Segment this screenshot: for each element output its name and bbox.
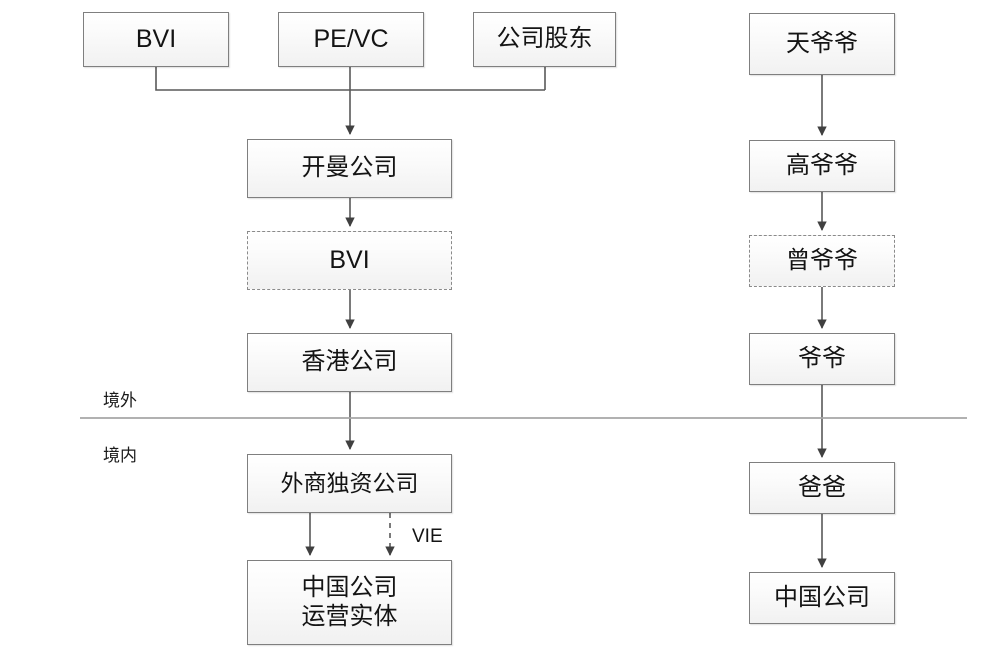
node-label: 曾爷爷 xyxy=(786,246,858,274)
node-label: 中国公司 运营实体 xyxy=(301,574,398,630)
node-label: BVI xyxy=(135,24,177,53)
node-grandpa[interactable]: 爷爷 xyxy=(749,333,895,385)
node-zeng-grandpa[interactable]: 曾爷爷 xyxy=(749,235,895,287)
node-label: 天爷爷 xyxy=(786,29,858,57)
node-label: 外商独资公司 xyxy=(280,469,419,496)
vie-label: VIE xyxy=(412,526,443,547)
node-label: PE/VC xyxy=(313,24,389,53)
offshore-label: 境外 xyxy=(103,391,137,410)
node-china-company[interactable]: 中国公司 xyxy=(749,572,895,624)
node-label: 爷爷 xyxy=(798,344,846,372)
node-label: 中国公司 xyxy=(774,583,870,611)
node-label: 香港公司 xyxy=(301,348,398,376)
node-high-grandpa[interactable]: 高爷爷 xyxy=(749,140,895,192)
edge-bvi-to-bus xyxy=(155,67,545,91)
node-label: 爸爸 xyxy=(798,473,846,501)
node-label: 公司股东 xyxy=(496,25,593,53)
node-dad[interactable]: 爸爸 xyxy=(749,462,895,514)
node-great-great-grandpa[interactable]: 天爷爷 xyxy=(749,13,895,75)
node-cayman[interactable]: 开曼公司 xyxy=(247,139,452,198)
node-company-shareholder[interactable]: 公司股东 xyxy=(473,12,616,67)
node-label: 开曼公司 xyxy=(301,154,398,182)
node-pevc[interactable]: PE/VC xyxy=(278,12,424,67)
node-wfoe[interactable]: 外商独资公司 xyxy=(247,454,452,513)
node-label: 高爷爷 xyxy=(786,151,858,179)
node-label: BVI xyxy=(329,245,370,274)
node-bvi-top[interactable]: BVI xyxy=(83,12,229,67)
node-hongkong[interactable]: 香港公司 xyxy=(247,333,452,392)
onshore-label: 境内 xyxy=(103,446,137,465)
node-china-opco[interactable]: 中国公司 运营实体 xyxy=(247,560,452,645)
node-bvi-mid[interactable]: BVI xyxy=(247,231,452,290)
